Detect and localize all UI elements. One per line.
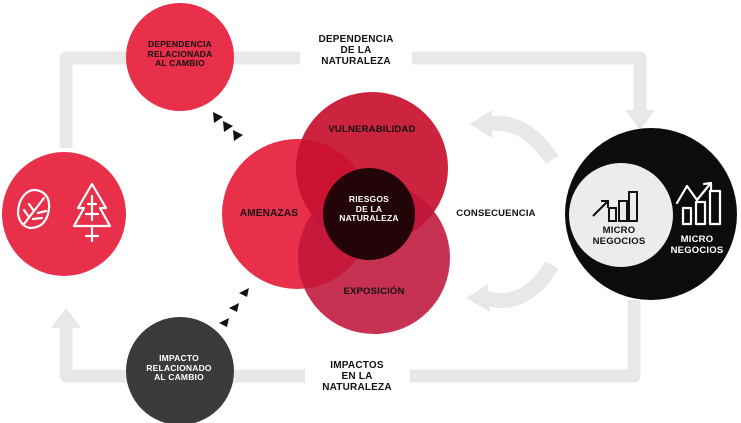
label-amenazas: AMENAZAS [239, 208, 299, 219]
label-micro-negocios-small: MICRO NEGOCIOS [592, 225, 646, 247]
label-impactos-naturaleza: IMPACTOS EN LA NATURALEZA [322, 360, 392, 394]
label-consecuencia: CONSECUENCIA [456, 208, 536, 219]
leaf-icon [16, 188, 51, 230]
label-vulnerabilidad: VULNERABILIDAD [328, 124, 416, 135]
riesgos-circle [323, 168, 415, 260]
tree-icon [72, 182, 112, 243]
label-exposicion: EXPOSICIÓN [343, 286, 405, 297]
nature-circle [2, 152, 126, 276]
large-business-growth-icon [675, 181, 722, 226]
impacto-cambio-circle [126, 317, 234, 423]
small-business-growth-icon [592, 191, 638, 222]
bottom-left-arrowhead [51, 308, 81, 328]
venn-diagram [222, 92, 450, 334]
flow-arrowheads [51, 110, 655, 328]
label-riesgos: RIESGOS DE LA NATURALEZA [339, 194, 399, 224]
lower-arc-arrowhead [466, 284, 490, 312]
label-impacto-cambio: IMPACTO RELACIONADO AL CAMBIO [146, 353, 212, 383]
label-micro-negocios-large: MICRO NEGOCIOS [670, 234, 724, 256]
return-arc-lower [482, 260, 559, 309]
micro-negocios-inner-circle [569, 163, 673, 267]
dependencia-cambio-circle [126, 3, 234, 111]
label-mask-top [300, 30, 412, 86]
triangle-arrow-icon [213, 112, 249, 327]
label-dependencia-naturaleza: DEPENDENCIA DE LA NATURALEZA [318, 34, 394, 68]
return-arc-upper [486, 115, 559, 165]
upper-arc-arrowhead [470, 110, 492, 138]
label-dependencia-cambio: DEPENDENCIA RELACIONADA AL CAMBIO [147, 39, 213, 69]
top-arrowhead [625, 110, 655, 130]
label-mask-bottom [305, 355, 410, 407]
